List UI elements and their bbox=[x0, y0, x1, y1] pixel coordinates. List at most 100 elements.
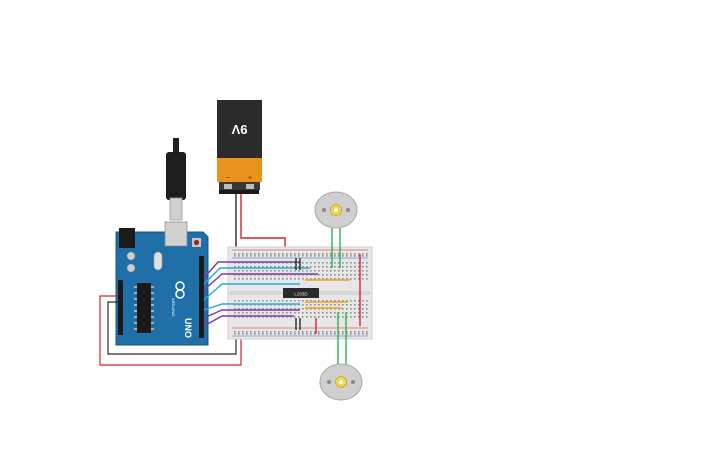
breadboard-hole bbox=[234, 312, 236, 314]
breadboard-hole bbox=[362, 333, 364, 335]
breadboard-hole bbox=[342, 266, 344, 268]
breadboard-hole bbox=[294, 278, 296, 280]
breadboard-hole bbox=[294, 274, 296, 276]
breadboard-hole bbox=[330, 316, 332, 318]
breadboard-hole bbox=[350, 255, 352, 257]
arduino-uno[interactable]: UNO ARDUINO bbox=[115, 221, 209, 346]
arduino-5v-wire-red[interactable] bbox=[99, 295, 242, 366]
signal-wire-blue-3[interactable] bbox=[203, 303, 300, 311]
signal-wire-blue-1[interactable] bbox=[203, 267, 310, 285]
breadboard-hole bbox=[310, 304, 312, 306]
breadboard-hole bbox=[246, 255, 248, 257]
breadboard-hole bbox=[334, 304, 336, 306]
breadboard-hole bbox=[342, 304, 344, 306]
breadboard-hole bbox=[234, 331, 236, 333]
breadboard-hole bbox=[262, 308, 264, 310]
breadboard-hole bbox=[310, 270, 312, 272]
breadboard-hole bbox=[234, 270, 236, 272]
breadboard-hole bbox=[294, 262, 296, 264]
battery-terminal-minus bbox=[224, 184, 232, 189]
breadboard-hole bbox=[354, 312, 356, 314]
breadboard-hole bbox=[270, 300, 272, 302]
signal-wire-purple-1[interactable] bbox=[203, 261, 300, 279]
breadboard-hole bbox=[266, 253, 268, 255]
signal-wire-purple-4[interactable] bbox=[203, 315, 294, 327]
breadboard-hole bbox=[262, 312, 264, 314]
breadboard-hole bbox=[326, 266, 328, 268]
breadboard-hole bbox=[278, 266, 280, 268]
breadboard-hole bbox=[318, 262, 320, 264]
breadboard-hole bbox=[310, 333, 312, 335]
breadboard-hole bbox=[330, 266, 332, 268]
breadboard-hole bbox=[250, 308, 252, 310]
breadboard-hole bbox=[358, 316, 360, 318]
breadboard-hole bbox=[266, 312, 268, 314]
breadboard-hole bbox=[282, 316, 284, 318]
breadboard-hole bbox=[298, 312, 300, 314]
breadboard-hole bbox=[262, 274, 264, 276]
breadboard-hole bbox=[366, 270, 368, 272]
breadboard-hole bbox=[330, 304, 332, 306]
breadboard-hole bbox=[238, 266, 240, 268]
breadboard-hole bbox=[366, 255, 368, 257]
breadboard-hole bbox=[286, 300, 288, 302]
arduino-gnd-wire-black[interactable] bbox=[107, 301, 237, 355]
breadboard-hole bbox=[362, 316, 364, 318]
breadboard-hole bbox=[342, 316, 344, 318]
breadboard-hole bbox=[286, 253, 288, 255]
breadboard-hole bbox=[358, 253, 360, 255]
breadboard-hole bbox=[278, 312, 280, 314]
breadboard-hole bbox=[250, 266, 252, 268]
breadboard-hole bbox=[250, 331, 252, 333]
breadboard-hole bbox=[258, 270, 260, 272]
motor-bottom-shaft-center bbox=[339, 380, 343, 384]
breadboard-hole bbox=[318, 304, 320, 306]
breadboard-hole bbox=[278, 253, 280, 255]
breadboard-hole bbox=[310, 312, 312, 314]
breadboard-hole bbox=[278, 331, 280, 333]
breadboard-hole bbox=[334, 333, 336, 335]
signal-wire-purple-3[interactable] bbox=[203, 309, 300, 319]
breadboard-hole bbox=[306, 316, 308, 318]
breadboard-hole bbox=[242, 333, 244, 335]
breadboard-hole bbox=[314, 304, 316, 306]
usb-cable[interactable] bbox=[166, 138, 186, 221]
breadboard-hole bbox=[346, 253, 348, 255]
breadboard-hole bbox=[346, 316, 348, 318]
breadboard-hole bbox=[354, 266, 356, 268]
breadboard-hole bbox=[306, 253, 308, 255]
breadboard-hole bbox=[274, 262, 276, 264]
breadboard-hole bbox=[302, 262, 304, 264]
breadboard-hole bbox=[270, 331, 272, 333]
signal-wire-blue-2[interactable] bbox=[203, 283, 300, 301]
breadboard-hole bbox=[262, 270, 264, 272]
l293d-ic[interactable]: L293D bbox=[283, 288, 319, 298]
breadboard-hole bbox=[354, 316, 356, 318]
breadboard-hole bbox=[334, 253, 336, 255]
breadboard-hole bbox=[302, 270, 304, 272]
breadboard-hole bbox=[234, 262, 236, 264]
capacitor-2 bbox=[126, 263, 136, 273]
breadboard-hole bbox=[234, 308, 236, 310]
breadboard-hole bbox=[350, 266, 352, 268]
breadboard-hole bbox=[330, 255, 332, 257]
breadboard-hole bbox=[358, 270, 360, 272]
breadboard-hole bbox=[294, 331, 296, 333]
breadboard-hole bbox=[322, 304, 324, 306]
breadboard-hole bbox=[354, 270, 356, 272]
breadboard-hole bbox=[298, 333, 300, 335]
breadboard-hole bbox=[238, 308, 240, 310]
breadboard-hole bbox=[290, 304, 292, 306]
breadboard-hole bbox=[302, 300, 304, 302]
breadboard-hole bbox=[250, 278, 252, 280]
breadboard-hole bbox=[342, 333, 344, 335]
breadboard-hole bbox=[238, 304, 240, 306]
signal-wire-purple-2[interactable] bbox=[203, 273, 318, 291]
breadboard-hole bbox=[326, 262, 328, 264]
dc-motor-bottom[interactable] bbox=[319, 363, 363, 401]
breadboard-hole bbox=[246, 270, 248, 272]
breadboard-hole bbox=[234, 253, 236, 255]
battery-9v[interactable]: 9V − + bbox=[217, 100, 262, 194]
dc-motor-top[interactable] bbox=[314, 191, 358, 229]
